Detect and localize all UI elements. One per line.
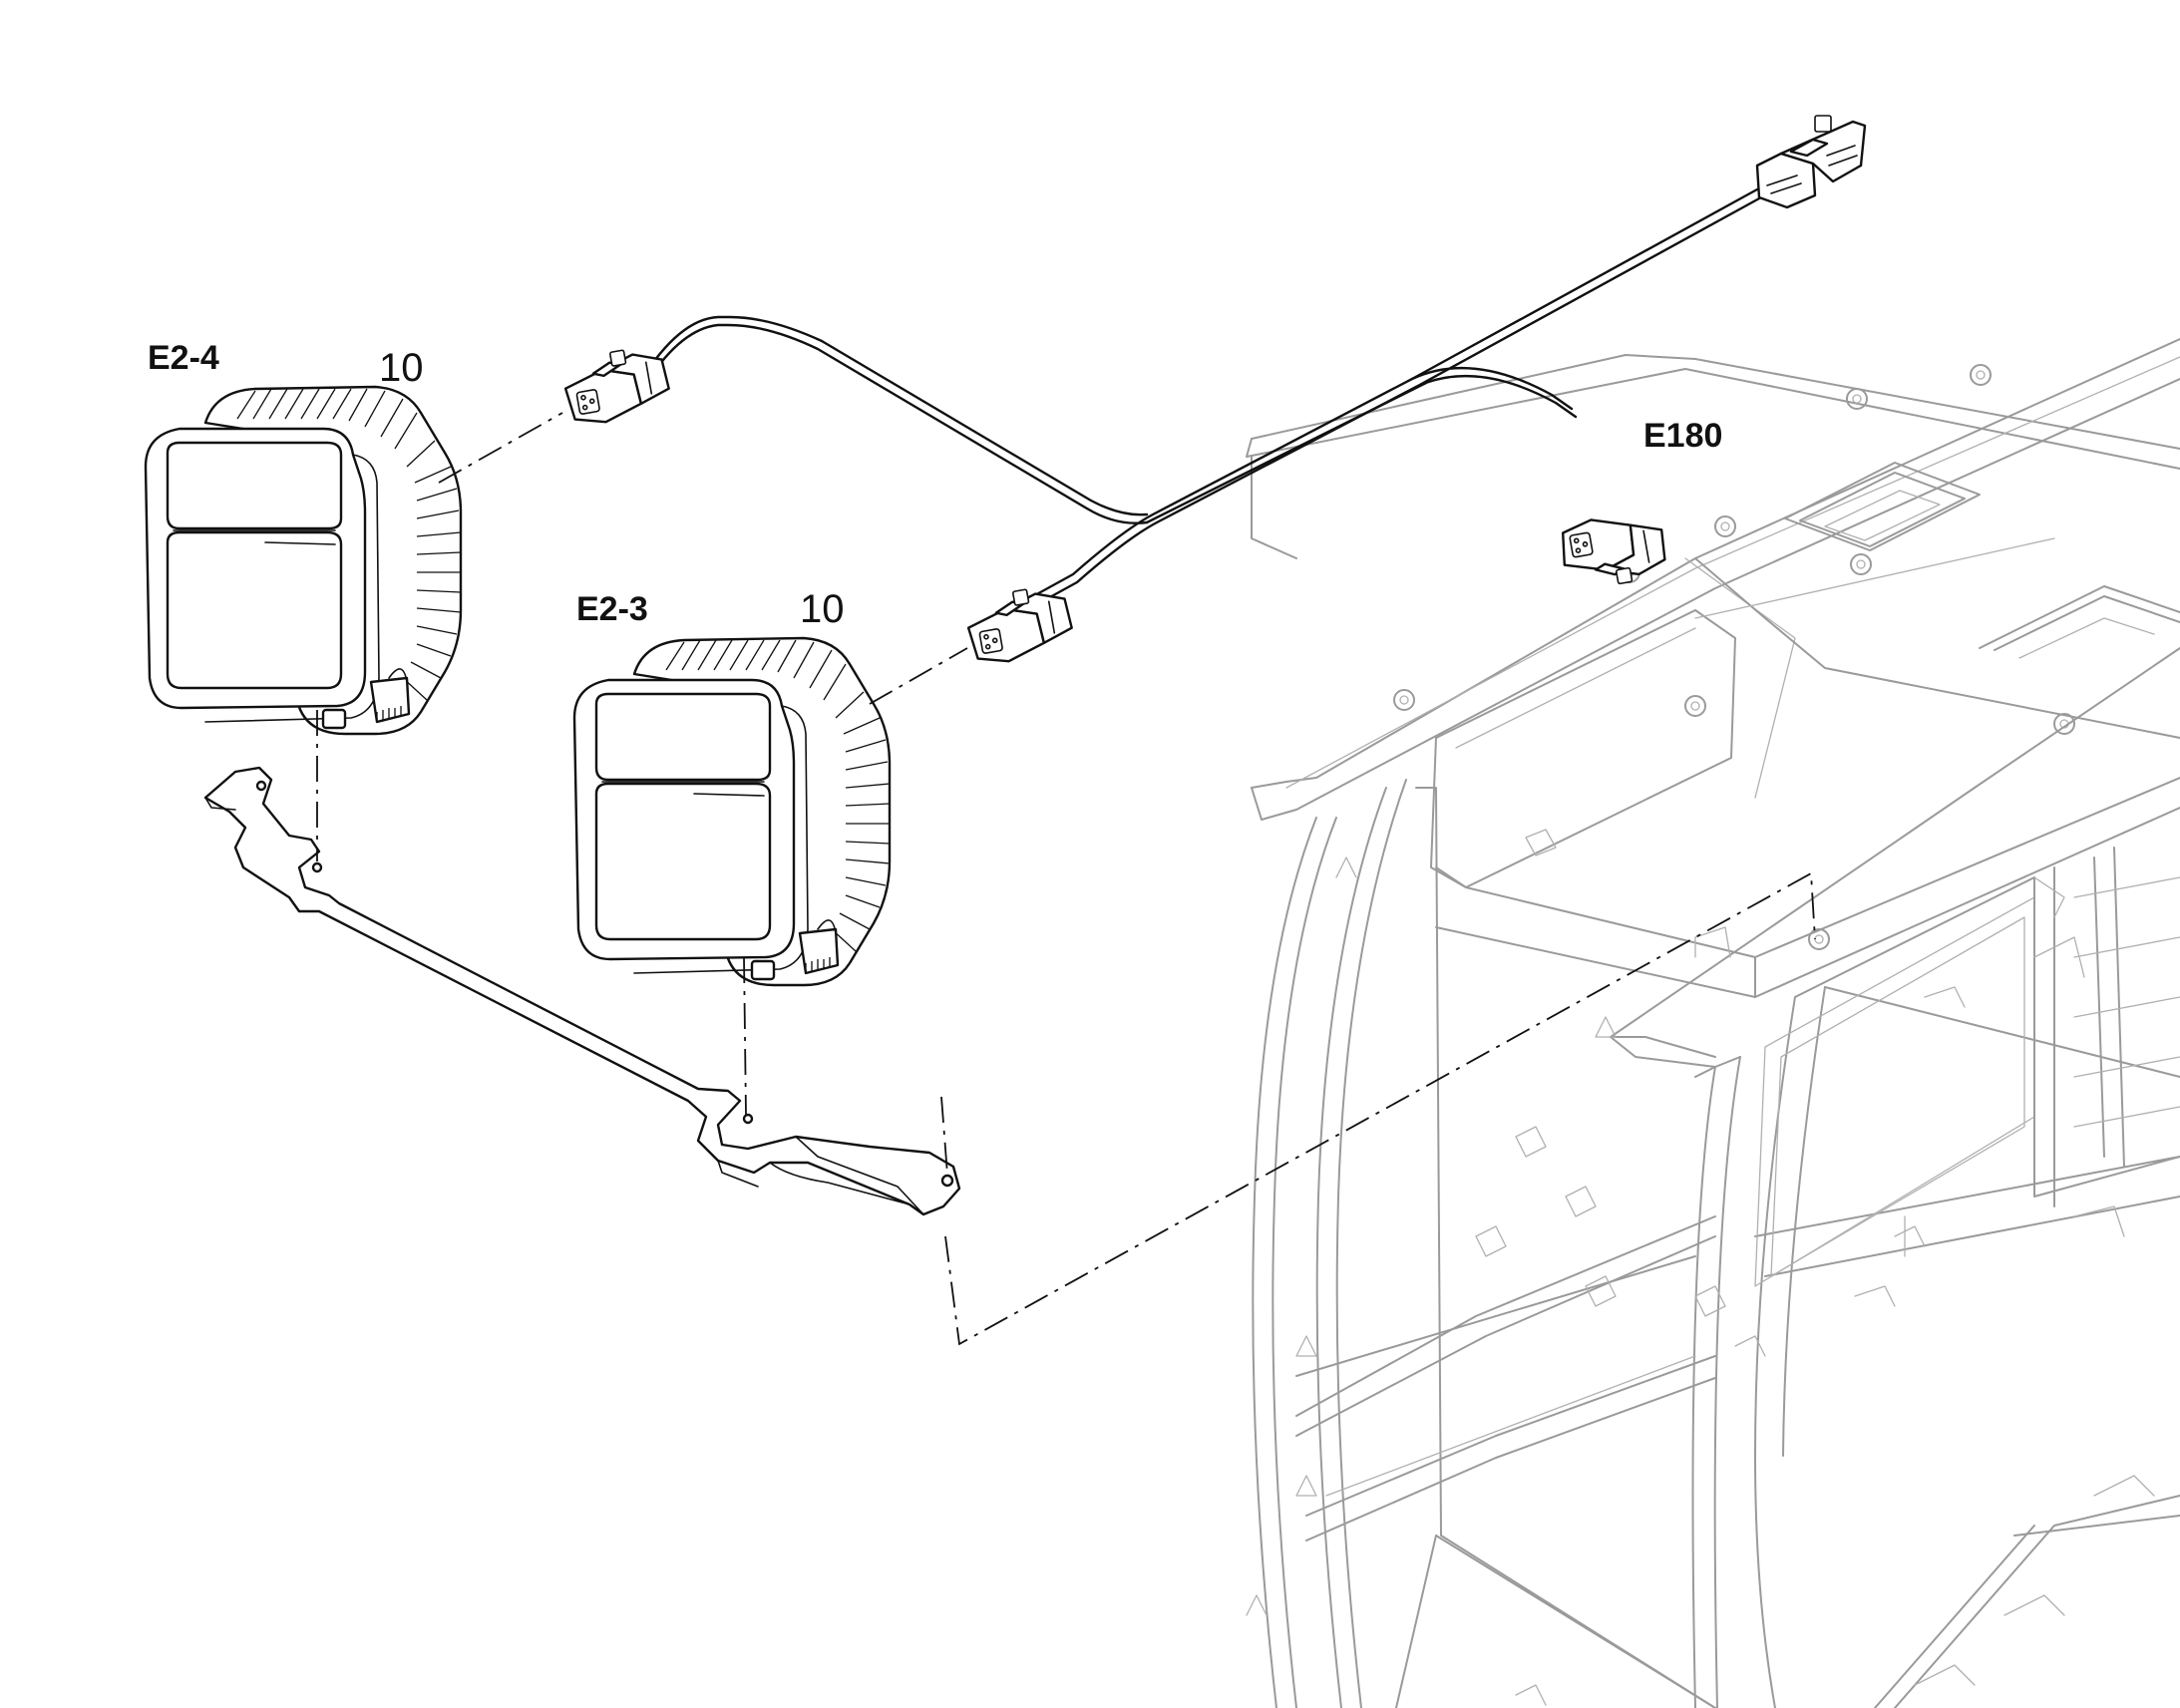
assembly-center-lines: [316, 412, 1816, 1346]
work-lamp-e2-4: [144, 385, 463, 736]
connector-e180: [1556, 507, 1671, 594]
work-lamp-e2-3: [572, 636, 892, 987]
item-number-e2-4: 10: [379, 346, 424, 390]
callout-labels: E2-4 10 E2-3 10 E180: [148, 339, 1722, 631]
connector-e2-3: [962, 581, 1077, 669]
label-e180: E180: [1643, 417, 1722, 455]
cab-frame: [1246, 338, 2180, 1708]
item-number-e2-3: 10: [800, 587, 845, 631]
connector-e2-4: [559, 342, 674, 430]
label-e2-3: E2-3: [576, 590, 648, 628]
wiring-harness: [636, 115, 1867, 606]
label-e2-4: E2-4: [148, 339, 219, 377]
